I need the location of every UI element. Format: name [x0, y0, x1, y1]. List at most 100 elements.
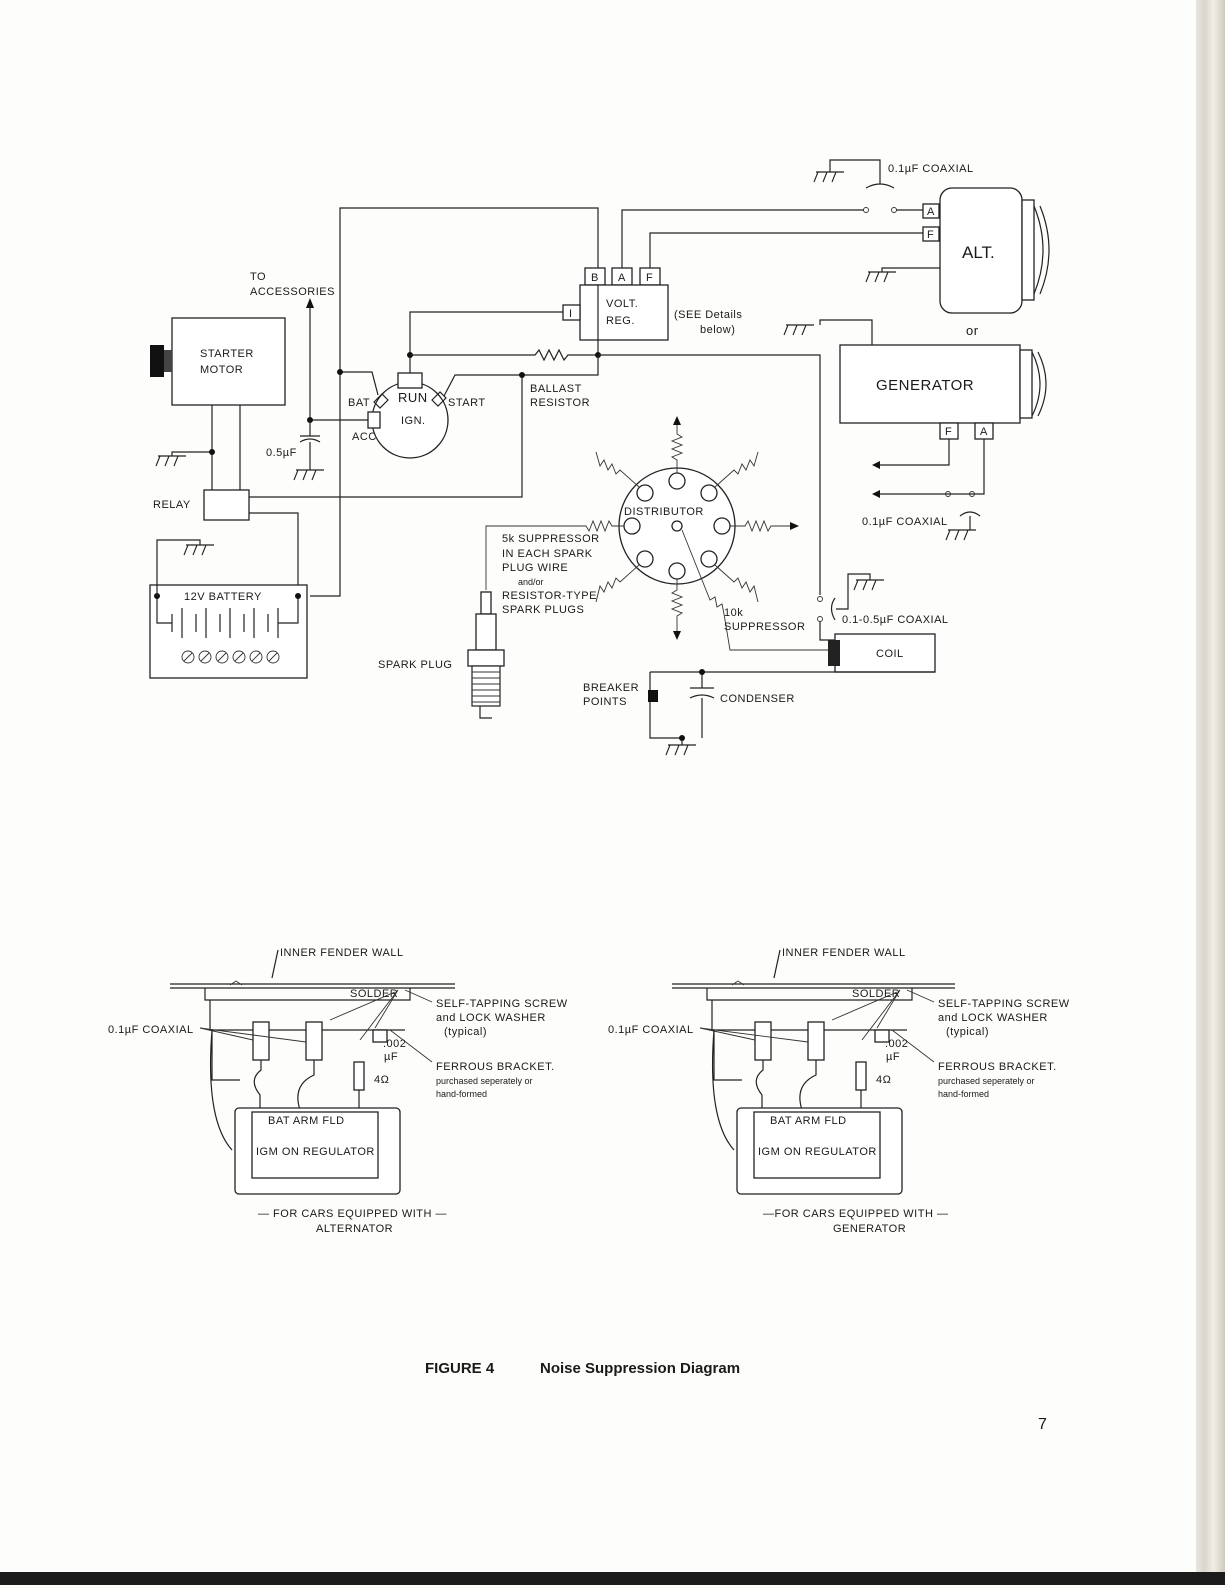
figure-number: FIGURE 4	[425, 1360, 495, 1377]
page-edge	[1196, 0, 1225, 1585]
ign-acc-label: ACC	[352, 431, 377, 443]
ign-start-label: START	[448, 397, 486, 409]
bracket-label-1c: hand-formed	[436, 1089, 487, 1099]
suppressor-note: 5k SUPPRESSOR IN EACH SPARK PLUG WIRE an…	[502, 533, 600, 616]
terminals-label-2: BAT ARM FLD	[770, 1115, 847, 1127]
coil-coaxial-label: 0.1-0.5µF COAXIAL	[842, 614, 949, 626]
starter-motor: STARTER MOTOR	[150, 317, 286, 406]
bracket-label-2a: FERROUS BRACKET.	[938, 1061, 1057, 1073]
figure-title: Noise Suppression Diagram	[540, 1360, 740, 1377]
resistor-label-1: 4Ω	[374, 1074, 389, 1086]
note-line-2: IN EACH SPARK	[502, 548, 593, 560]
ground-icon	[293, 469, 325, 481]
coaxial-label-2: 0.1µF COAXIAL	[608, 1024, 694, 1036]
breaker-label-1: BREAKER	[583, 682, 639, 694]
cap-label-1a: .002	[383, 1038, 406, 1050]
regulator-label-1: IGM ON REGULATOR	[256, 1146, 375, 1158]
coil: COIL	[828, 633, 936, 673]
ground-icon	[155, 455, 187, 467]
alternator: ALT. A F	[922, 187, 1050, 314]
distributor: DISTRIBUTOR	[618, 467, 736, 585]
generator-label: GENERATOR	[876, 377, 974, 394]
gen-terminal-f: F	[945, 426, 952, 438]
ignition-switch: RUN IGN. BAT ACC START	[348, 372, 486, 459]
screw-label-1a: SELF-TAPPING SCREW	[436, 998, 568, 1010]
coil-label: COIL	[876, 648, 904, 660]
screw-label-2a: SELF-TAPPING SCREW	[938, 998, 1070, 1010]
battery: 12V BATTERY	[149, 584, 308, 679]
screw-label-2b: and LOCK WASHER	[938, 1012, 1048, 1024]
coaxial-label-1: 0.1µF COAXIAL	[108, 1024, 194, 1036]
starter-label-2: MOTOR	[200, 364, 243, 376]
ign-bat-label: BAT	[348, 397, 370, 409]
note-line-6: SPARK PLUGS	[502, 604, 584, 616]
ballast-label-2: RESISTOR	[530, 397, 590, 409]
to-accessories-1: TO	[250, 271, 266, 283]
battery-label: 12V BATTERY	[184, 591, 262, 603]
ground-icon	[183, 544, 215, 556]
note-line-1: 5k SUPPRESSOR	[502, 533, 600, 545]
suppressor-10k-2: SUPPRESSOR	[724, 621, 805, 633]
vr-terminal-b: B	[591, 272, 599, 284]
note-line-5: RESISTOR-TYPE	[502, 590, 597, 602]
screw-label-1c: (typical)	[444, 1026, 487, 1038]
vr-label-2: REG.	[606, 315, 635, 327]
note-line-4: and/or	[518, 577, 544, 587]
vr-label-1: VOLT.	[606, 298, 638, 310]
ign-label: IGN.	[401, 415, 426, 427]
fender-label-2: INNER FENDER WALL	[782, 947, 906, 959]
ground-icon	[945, 529, 977, 541]
fender-label-1: INNER FENDER WALL	[280, 947, 404, 959]
breaker-label-2: POINTS	[583, 696, 627, 708]
to-accessories-2: ACCESSORIES	[250, 286, 335, 298]
spark-plug-label: SPARK PLUG	[378, 659, 453, 671]
or-label: or	[966, 323, 979, 338]
solder-label-2: SOLDER	[852, 988, 900, 1000]
note-line-3: PLUG WIRE	[502, 562, 568, 574]
generator: GENERATOR F A	[839, 344, 1047, 440]
relay-label: RELAY	[153, 499, 191, 511]
regulator-label-2: IGM ON REGULATOR	[758, 1146, 877, 1158]
gen-terminal-a: A	[980, 426, 988, 438]
starter-label-1: STARTER	[200, 348, 254, 360]
ign-run-label: RUN	[398, 390, 428, 405]
resistor-label-2: 4Ω	[876, 1074, 891, 1086]
ground-icon	[665, 744, 697, 756]
vr-terminal-i: I	[569, 308, 573, 320]
ground-icon	[865, 271, 897, 283]
voltage-regulator: B A F I VOLT. REG. (SEE Details below)	[562, 267, 742, 341]
alt-terminal-a: A	[927, 206, 935, 218]
ground-icon	[783, 324, 815, 336]
detail-generator: INNER FENDER WALL SOLDER SELF-TAPPING SC…	[608, 947, 1070, 1235]
terminals-label-1: BAT ARM FLD	[268, 1115, 345, 1127]
cap-label-2b: µF	[886, 1051, 900, 1063]
see-details-2: below)	[700, 324, 735, 336]
relay: RELAY	[153, 489, 250, 521]
cap-label-2a: .002	[885, 1038, 908, 1050]
bracket-label-2c: hand-formed	[938, 1089, 989, 1099]
ground-icon	[853, 579, 885, 591]
page-number: 7	[1038, 1416, 1047, 1433]
condenser-label: CONDENSER	[720, 693, 795, 705]
detail-alternator: INNER FENDER WALL SOLDER SELF-TAPPING SC…	[108, 947, 568, 1235]
ballast-label-1: BALLAST	[530, 383, 582, 395]
screw-label-1b: and LOCK WASHER	[436, 1012, 546, 1024]
vr-terminal-f: F	[646, 272, 653, 284]
bracket-label-2b: purchased seperately or	[938, 1076, 1035, 1086]
top-coaxial-label: 0.1µF COAXIAL	[888, 163, 974, 175]
distributor-label: DISTRIBUTOR	[624, 506, 704, 518]
bracket-label-1a: FERROUS BRACKET.	[436, 1061, 555, 1073]
vr-terminal-a: A	[618, 272, 626, 284]
cap-label-1b: µF	[384, 1051, 398, 1063]
spark-plug	[467, 591, 505, 719]
alternator-label: ALT.	[962, 243, 995, 262]
bracket-label-1b: purchased seperately or	[436, 1076, 533, 1086]
alt-terminal-f: F	[927, 229, 934, 241]
bottom-edge	[0, 1572, 1225, 1585]
suppressor-10k-1: 10k	[724, 607, 743, 619]
detail-caption-1a: — FOR CARS EQUIPPED WITH —	[258, 1208, 447, 1220]
detail-caption-2b: GENERATOR	[833, 1223, 906, 1235]
detail-caption-2a: —FOR CARS EQUIPPED WITH —	[763, 1208, 948, 1220]
